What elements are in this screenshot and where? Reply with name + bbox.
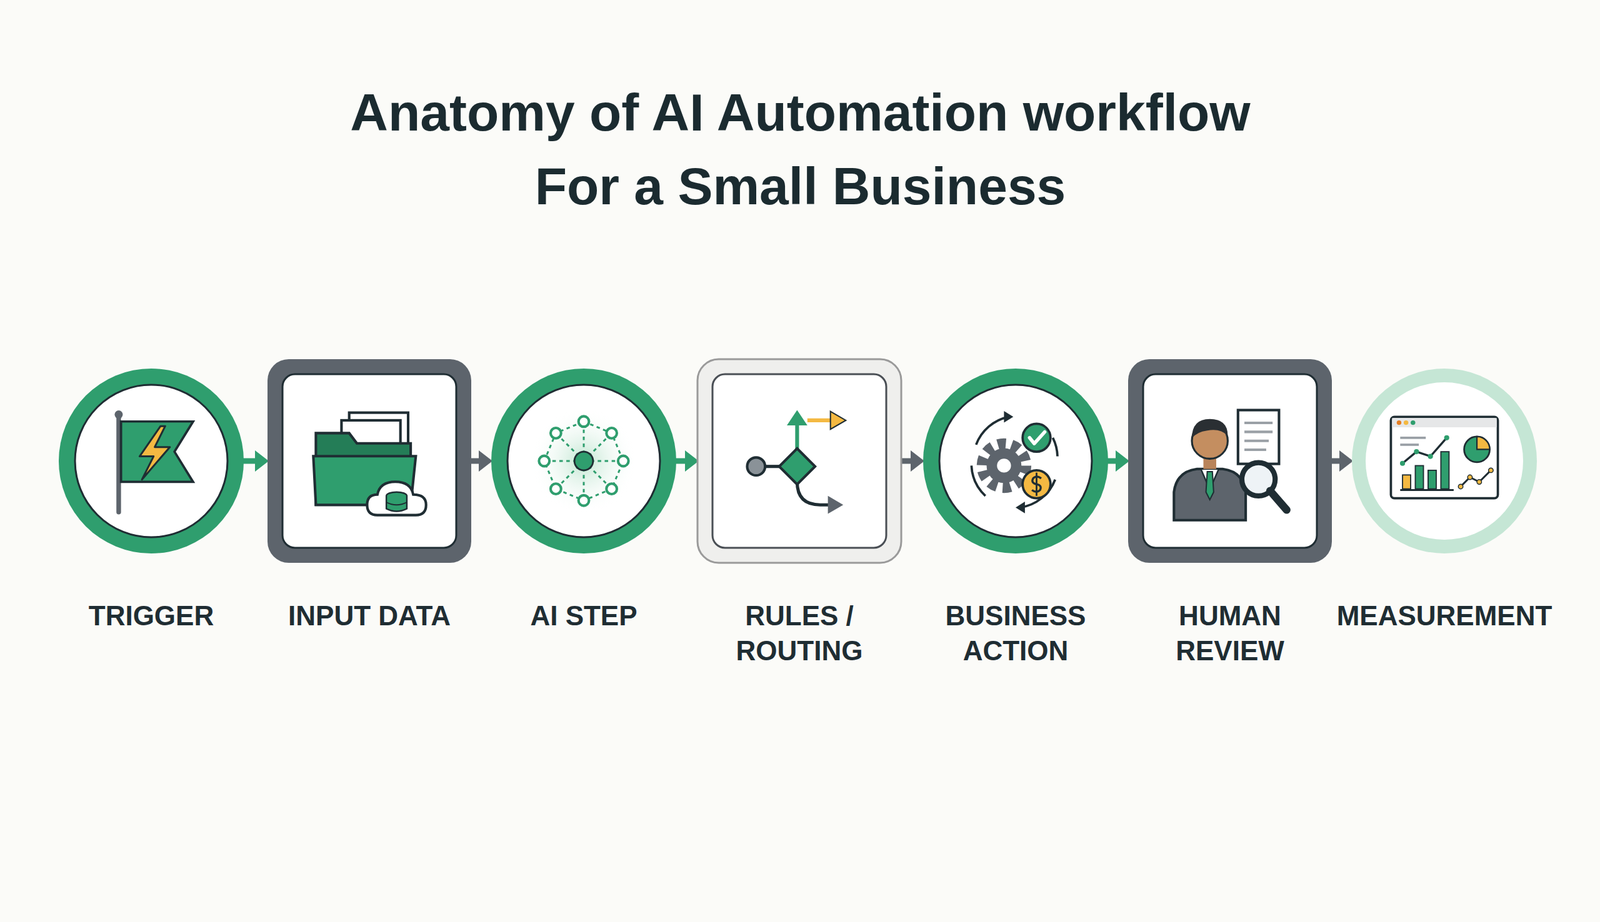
stage-label: HUMAN REVIEW xyxy=(1139,598,1321,670)
flow-arrow xyxy=(898,450,925,472)
stage-label: RULES / ROUTING xyxy=(708,598,890,670)
flow-arrow xyxy=(241,450,269,472)
action-stage: BUSINESS ACTION xyxy=(921,367,1110,555)
stage-icon xyxy=(1166,397,1295,526)
stage-label: INPUT DATA xyxy=(278,598,460,634)
stage-label: BUSINESS ACTION xyxy=(921,598,1110,670)
stage-icon xyxy=(1386,403,1503,520)
stage-label: MEASUREMENT xyxy=(1319,598,1570,634)
stage-shape xyxy=(1126,358,1334,565)
stage-icon xyxy=(305,397,434,526)
stage-icon xyxy=(93,403,210,520)
ai-stage: AI STEP xyxy=(490,367,678,555)
stage-label: AI STEP xyxy=(493,598,675,634)
stage-icon xyxy=(525,403,642,520)
input-stage: INPUT DATA xyxy=(266,358,473,565)
diagram-title: Anatomy of AI Automation workflow For a … xyxy=(341,76,1260,224)
trigger-stage: TRIGGER xyxy=(57,367,245,555)
flow-arrow xyxy=(1329,450,1354,472)
review-stage: HUMAN REVIEW xyxy=(1126,358,1334,565)
flow-arrow xyxy=(468,450,493,472)
stage-icon xyxy=(957,403,1074,520)
routing-stage: RULES / ROUTING xyxy=(696,358,903,565)
flow-arrow xyxy=(1105,450,1130,472)
stage-icon xyxy=(735,397,864,526)
flow-arrow xyxy=(673,450,699,472)
measurement-stage: MEASUREMENT xyxy=(1350,367,1539,555)
stage-label: TRIGGER xyxy=(57,598,245,634)
